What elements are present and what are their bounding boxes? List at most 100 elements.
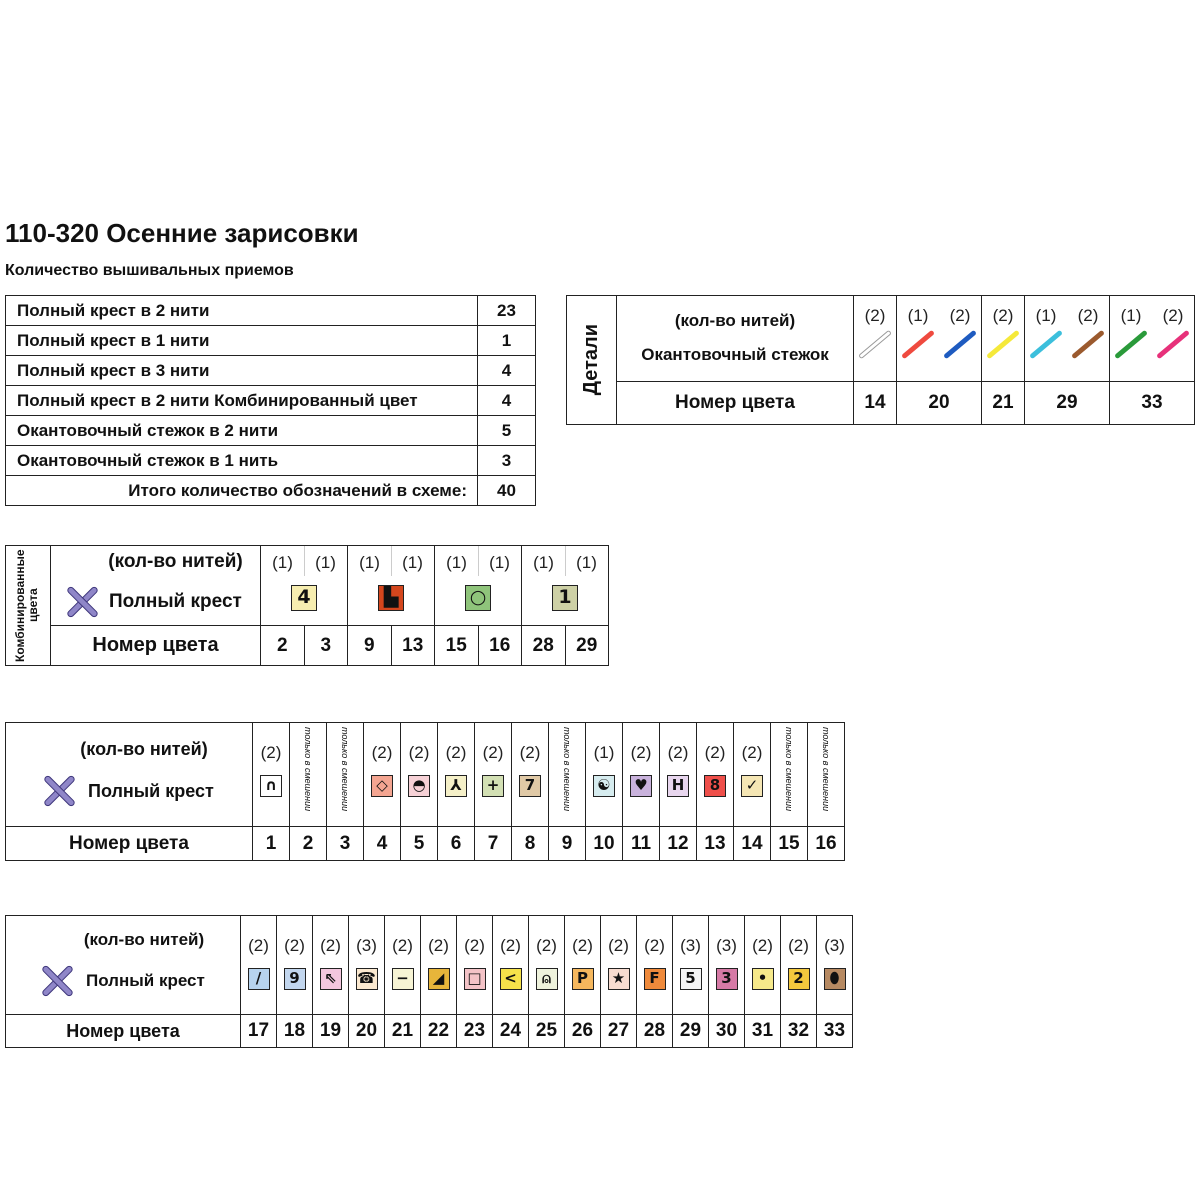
colors-table-1: (кол-во нитей) Полный крест (2)∩только в… <box>5 722 845 861</box>
color-cell: (2)◢ <box>420 915 457 1015</box>
combined-table: Комбинированные цвета (кол-во нитей) Пол… <box>5 544 609 666</box>
color-cell: (3)3 <box>708 915 745 1015</box>
thread-count: (2) <box>572 936 593 955</box>
stats-label: Полный крест в 2 нити Комбинированный цв… <box>5 385 478 416</box>
color-symbol-icon: ⬮ <box>823 968 846 990</box>
color-cell: (2) 7 <box>511 722 549 827</box>
thread-count: (2) <box>408 743 430 762</box>
color-symbol-icon: ⍝ <box>535 968 558 990</box>
color-cell: (2) ∩ <box>252 722 290 827</box>
color-number: 13 <box>696 826 734 861</box>
color-number: 15 <box>770 826 808 861</box>
color-number: 2 <box>289 826 327 861</box>
combined-color-number: 29 <box>564 625 609 666</box>
color-symbol-icon: 7 <box>519 775 541 797</box>
thread-count: (2) <box>371 743 393 762</box>
color-number: 7 <box>474 826 512 861</box>
color-cell: (2)⇖ <box>312 915 349 1015</box>
color-cell: (2)✓ <box>733 722 771 827</box>
color-cell: (1)☯ <box>585 722 623 827</box>
color-number: 20 <box>348 1014 385 1048</box>
color-number: 24 <box>492 1014 529 1048</box>
stats-label: Окантовочный стежок в 2 нити <box>5 415 478 446</box>
stats-value: 1 <box>477 325 536 356</box>
details-color-cell: (1)(2) <box>1109 295 1195 382</box>
combined-thread-count: (1) <box>533 553 554 572</box>
combined-symbol-icon: ▙ <box>378 585 404 611</box>
color-number: 4 <box>363 826 401 861</box>
stats-value: 3 <box>477 445 536 476</box>
color-number: 1 <box>252 826 290 861</box>
color-cell: (2)H <box>659 722 697 827</box>
backstitch-line-icon <box>943 329 977 360</box>
color-number: 5 <box>400 826 438 861</box>
color-number: 12 <box>659 826 697 861</box>
color-cell: только в смешении <box>807 722 845 827</box>
backstitch-line-icon <box>986 329 1020 360</box>
color-number: 21 <box>384 1014 421 1048</box>
color-symbol-icon: 9 <box>283 968 306 990</box>
color-number: 25 <box>528 1014 565 1048</box>
thread-count: (2) <box>260 743 282 762</box>
thread-count: (2) <box>500 936 521 955</box>
color-symbol-icon: ◓ <box>408 775 430 797</box>
color-symbol-icon: F <box>643 968 666 990</box>
color-symbol-icon: ◢ <box>427 968 450 990</box>
color-number: 33 <box>816 1014 853 1048</box>
details-stitch-label: Окантовочный стежок <box>641 345 829 365</box>
details-thread-count: (1) <box>1120 306 1142 325</box>
details-color-cell: (1)(2) <box>1024 295 1110 382</box>
stats-row: Итого количество обозначений в схеме:40 <box>5 475 536 506</box>
thread-count: (2) <box>752 936 773 955</box>
combined-pair-cell: (1)(1)1 <box>521 544 609 627</box>
thread-count: (2) <box>630 743 652 762</box>
color-symbol-icon: / <box>247 968 270 990</box>
combined-side-label: Комбинированные цвета <box>13 549 40 662</box>
color-cell: (2)★ <box>600 915 637 1015</box>
backstitch-line-icon <box>1114 329 1148 360</box>
color-number: 23 <box>456 1014 493 1048</box>
color-cell: (2) < <box>492 915 529 1015</box>
color-number: 14 <box>733 826 771 861</box>
thread-count: (2) <box>519 743 541 762</box>
color-cell: (2)2 <box>780 915 817 1015</box>
color-number: 17 <box>240 1014 277 1048</box>
color-symbol-icon: < <box>499 968 522 990</box>
color-cell: (2) / <box>240 915 277 1015</box>
combined-pair-cell: (1)(1)4 <box>260 544 348 627</box>
color-symbol-icon: ∩ <box>260 775 282 797</box>
stats-value: 40 <box>477 475 536 506</box>
color-number: 26 <box>564 1014 601 1048</box>
subtitle: Количество вышивальных приемов <box>5 262 294 279</box>
color-symbol-icon: ⅄ <box>445 775 467 797</box>
color-number: 31 <box>744 1014 781 1048</box>
backstitch-line-icon <box>1071 329 1105 360</box>
combined-thread-count: (1) <box>315 553 336 572</box>
thread-count: (2) <box>320 936 341 955</box>
details-side-label: Детали <box>580 324 602 396</box>
thread-count: (2) <box>248 936 269 955</box>
thread-count: (2) <box>482 743 504 762</box>
color-cell: (2)⍝ <box>528 915 565 1015</box>
color-cell: только в смешении <box>326 722 364 827</box>
stats-label: Полный крест в 2 нити <box>5 295 478 326</box>
backstitch-line-icon <box>901 329 935 360</box>
thread-count: (2) <box>392 936 413 955</box>
details-thread-count: (1) <box>907 306 929 325</box>
thread-count: (2) <box>608 936 629 955</box>
color-symbol-icon: − <box>391 968 414 990</box>
mix-only-note: только в смешении <box>821 727 831 812</box>
thread-count: (2) <box>667 743 689 762</box>
combined-thread-count: (1) <box>489 553 510 572</box>
color-cell: (2) ♥ <box>622 722 660 827</box>
color-symbol-icon: 2 <box>787 968 810 990</box>
mix-only-note: только в смешении <box>340 727 350 812</box>
combined-color-number: 15 <box>434 625 479 666</box>
mix-only-note: только в смешении <box>562 727 572 812</box>
color-number: 19 <box>312 1014 349 1048</box>
color-symbol-icon: 3 <box>715 968 738 990</box>
color-symbol-icon: ♥ <box>630 775 652 797</box>
color-symbol-icon: ◇ <box>371 775 393 797</box>
color-symbol-icon: 5 <box>679 968 702 990</box>
table1-threads-label: (кол-во нитей) <box>80 739 208 759</box>
